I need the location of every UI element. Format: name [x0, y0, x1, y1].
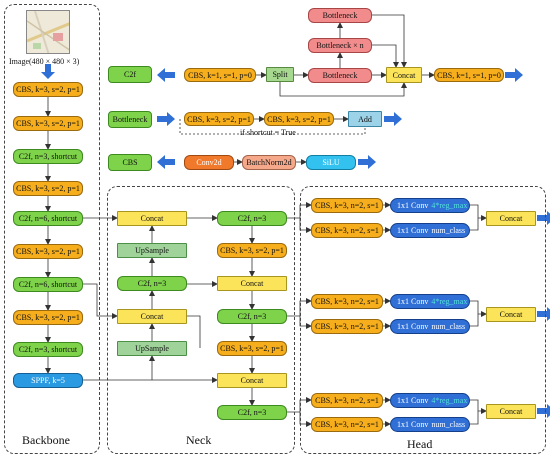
neck-concat-3: Concat: [217, 276, 287, 291]
conv-prefix: 1x1 Conv: [397, 396, 429, 405]
head-connector: [470, 300, 487, 317]
legend-c2f-concat: Concat: [386, 67, 422, 83]
legend-bottleneck-label: Bottleneck: [108, 111, 152, 128]
legend-c2f-label: C2f: [108, 66, 152, 83]
output-arrow-icon: [537, 307, 550, 321]
conv-prefix: 1x1 Conv: [397, 322, 429, 331]
head3-cbs-cls: CBS, k=3, n=2, s=1: [311, 417, 383, 432]
output-arrow-icon: [537, 404, 550, 418]
legend-cbs-out-arrow-icon: [358, 155, 376, 169]
legend-c2f-bottleneck-top: Bottleneck: [308, 8, 372, 23]
neck-region: [107, 186, 295, 454]
neck-connector: [187, 315, 201, 348]
legend-bottleneck-cbs-2: CBS, k=3, s=2, p=1: [264, 112, 334, 126]
legend-cbs-label: CBS: [108, 154, 152, 171]
head2-cbs-cls: CBS, k=3, n=2, s=1: [311, 319, 383, 334]
neck-c2f-2: C2f, n=3: [217, 211, 287, 226]
map-thumbnail-icon: [27, 11, 69, 53]
legend-c2f-arrow-icon: [157, 68, 175, 82]
head-connector: [470, 314, 479, 327]
backbone-layer-sppf: SPPF, k=5: [13, 373, 83, 388]
legend-cbs-conv2d: Conv2d: [184, 155, 234, 170]
legend-c2f-cbs-out: CBS, k=1, s=1, p=0: [434, 68, 504, 82]
head-connector: [470, 399, 487, 414]
neck-cbs-2: CBS, k=3, s=2, p=1: [217, 341, 287, 356]
neck-upsample-2: UpSample: [117, 341, 187, 356]
head1-cbs-cls: CBS, k=3, n=2, s=1: [311, 223, 383, 238]
backbone-label: Backbone: [22, 433, 70, 447]
head-connector: [470, 218, 479, 231]
head3-concat: Concat: [486, 404, 536, 419]
legend-connector: [372, 14, 407, 68]
legend-c2f-bottleneck-n: Bottleneck × n: [308, 38, 372, 53]
backbone-layer-c2f-4: C2f, n=3, shortcut: [13, 342, 83, 357]
legend-c2f-cbs-in: CBS, k=1, s=1, p=0: [184, 68, 256, 82]
legend-bottleneck-shortcut-note: if shortcut = True: [240, 128, 296, 137]
head2-cbs-reg: CBS, k=3, n=2, s=1: [311, 294, 383, 309]
head-region: [300, 186, 546, 454]
input-arrow-icon: [41, 64, 55, 79]
conv-cls-output: num_class: [431, 226, 466, 235]
neck-upsample-1: UpSample: [117, 243, 187, 258]
legend-connector: [279, 82, 407, 97]
legend-c2f-bottleneck-bottom: Bottleneck: [308, 68, 372, 83]
legend-c2f-out-arrow-icon: [505, 68, 523, 82]
neck-concat-1: Concat: [117, 211, 187, 226]
neck-c2f-3: C2f, n=3: [217, 309, 287, 324]
conv-cls-output: num_class: [431, 420, 466, 429]
backbone-layer-c2f-1: C2f, n=3, shortcut: [13, 149, 83, 164]
legend-bottleneck-arrow-icon: [157, 112, 175, 126]
legend-cbs-arrow-icon: [157, 155, 175, 169]
backbone-layer-cbs-3: CBS, k=3, s=2, p=1: [13, 181, 83, 196]
conv-prefix: 1x1 Conv: [397, 420, 429, 429]
output-arrow-icon: [537, 211, 550, 225]
head-connector: [470, 411, 479, 425]
backbone-region: [4, 4, 100, 454]
head-connector: [470, 204, 487, 221]
head3-cbs-reg: CBS, k=3, n=2, s=1: [311, 393, 383, 408]
conv-reg-output: 4*reg_max: [431, 297, 468, 306]
legend-cbs-batchnorm2d: BatchNorm2d: [242, 155, 296, 170]
head1-cbs-reg: CBS, k=3, n=2, s=1: [311, 198, 383, 213]
neck-concat-2: Concat: [117, 309, 187, 324]
backbone-layer-c2f-2: C2f, n=6, shortcut: [13, 211, 83, 226]
conv-reg-output: 4*reg_max: [431, 201, 468, 210]
input-image-thumbnail: [26, 10, 70, 54]
backbone-layer-c2f-3: C2f, n=6, shortcut: [13, 277, 83, 292]
conv-cls-output: num_class: [431, 322, 466, 331]
legend-cbs-silu: SiLU: [306, 155, 356, 170]
head-label: Head: [407, 437, 433, 451]
legend-c2f-split: Split: [266, 67, 294, 82]
conv-prefix: 1x1 Conv: [397, 226, 429, 235]
conv-reg-output: 4*reg_max: [431, 396, 468, 405]
conv-prefix: 1x1 Conv: [397, 201, 429, 210]
legend-bottleneck-cbs-1: CBS, k=3, s=2, p=1: [184, 112, 254, 126]
head2-concat: Concat: [486, 307, 536, 322]
legend-bottleneck-out-arrow-icon: [384, 112, 402, 126]
head1-concat: Concat: [486, 211, 536, 226]
neck-c2f-1: C2f, n=3: [117, 276, 187, 291]
neck-concat-4: Concat: [217, 373, 287, 388]
legend-bottleneck-add: Add: [348, 111, 382, 127]
legend-connector: [372, 44, 399, 68]
neck-cbs-1: CBS, k=3, s=2, p=1: [217, 243, 287, 258]
backbone-layer-cbs-5: CBS, k=3, s=2, p=1: [13, 310, 83, 325]
backbone-layer-cbs-2: CBS, k=3, s=2, p=1: [13, 116, 83, 131]
input-image-label: Image(480 × 480 × 3): [9, 57, 80, 66]
neck-label: Neck: [186, 433, 212, 447]
backbone-layer-cbs-1: CBS, k=3, s=2, p=1: [13, 82, 83, 97]
conv-prefix: 1x1 Conv: [397, 297, 429, 306]
backbone-layer-cbs-4: CBS, k=3, s=2, p=1: [13, 244, 83, 259]
neck-c2f-4: C2f, n=3: [217, 405, 287, 420]
